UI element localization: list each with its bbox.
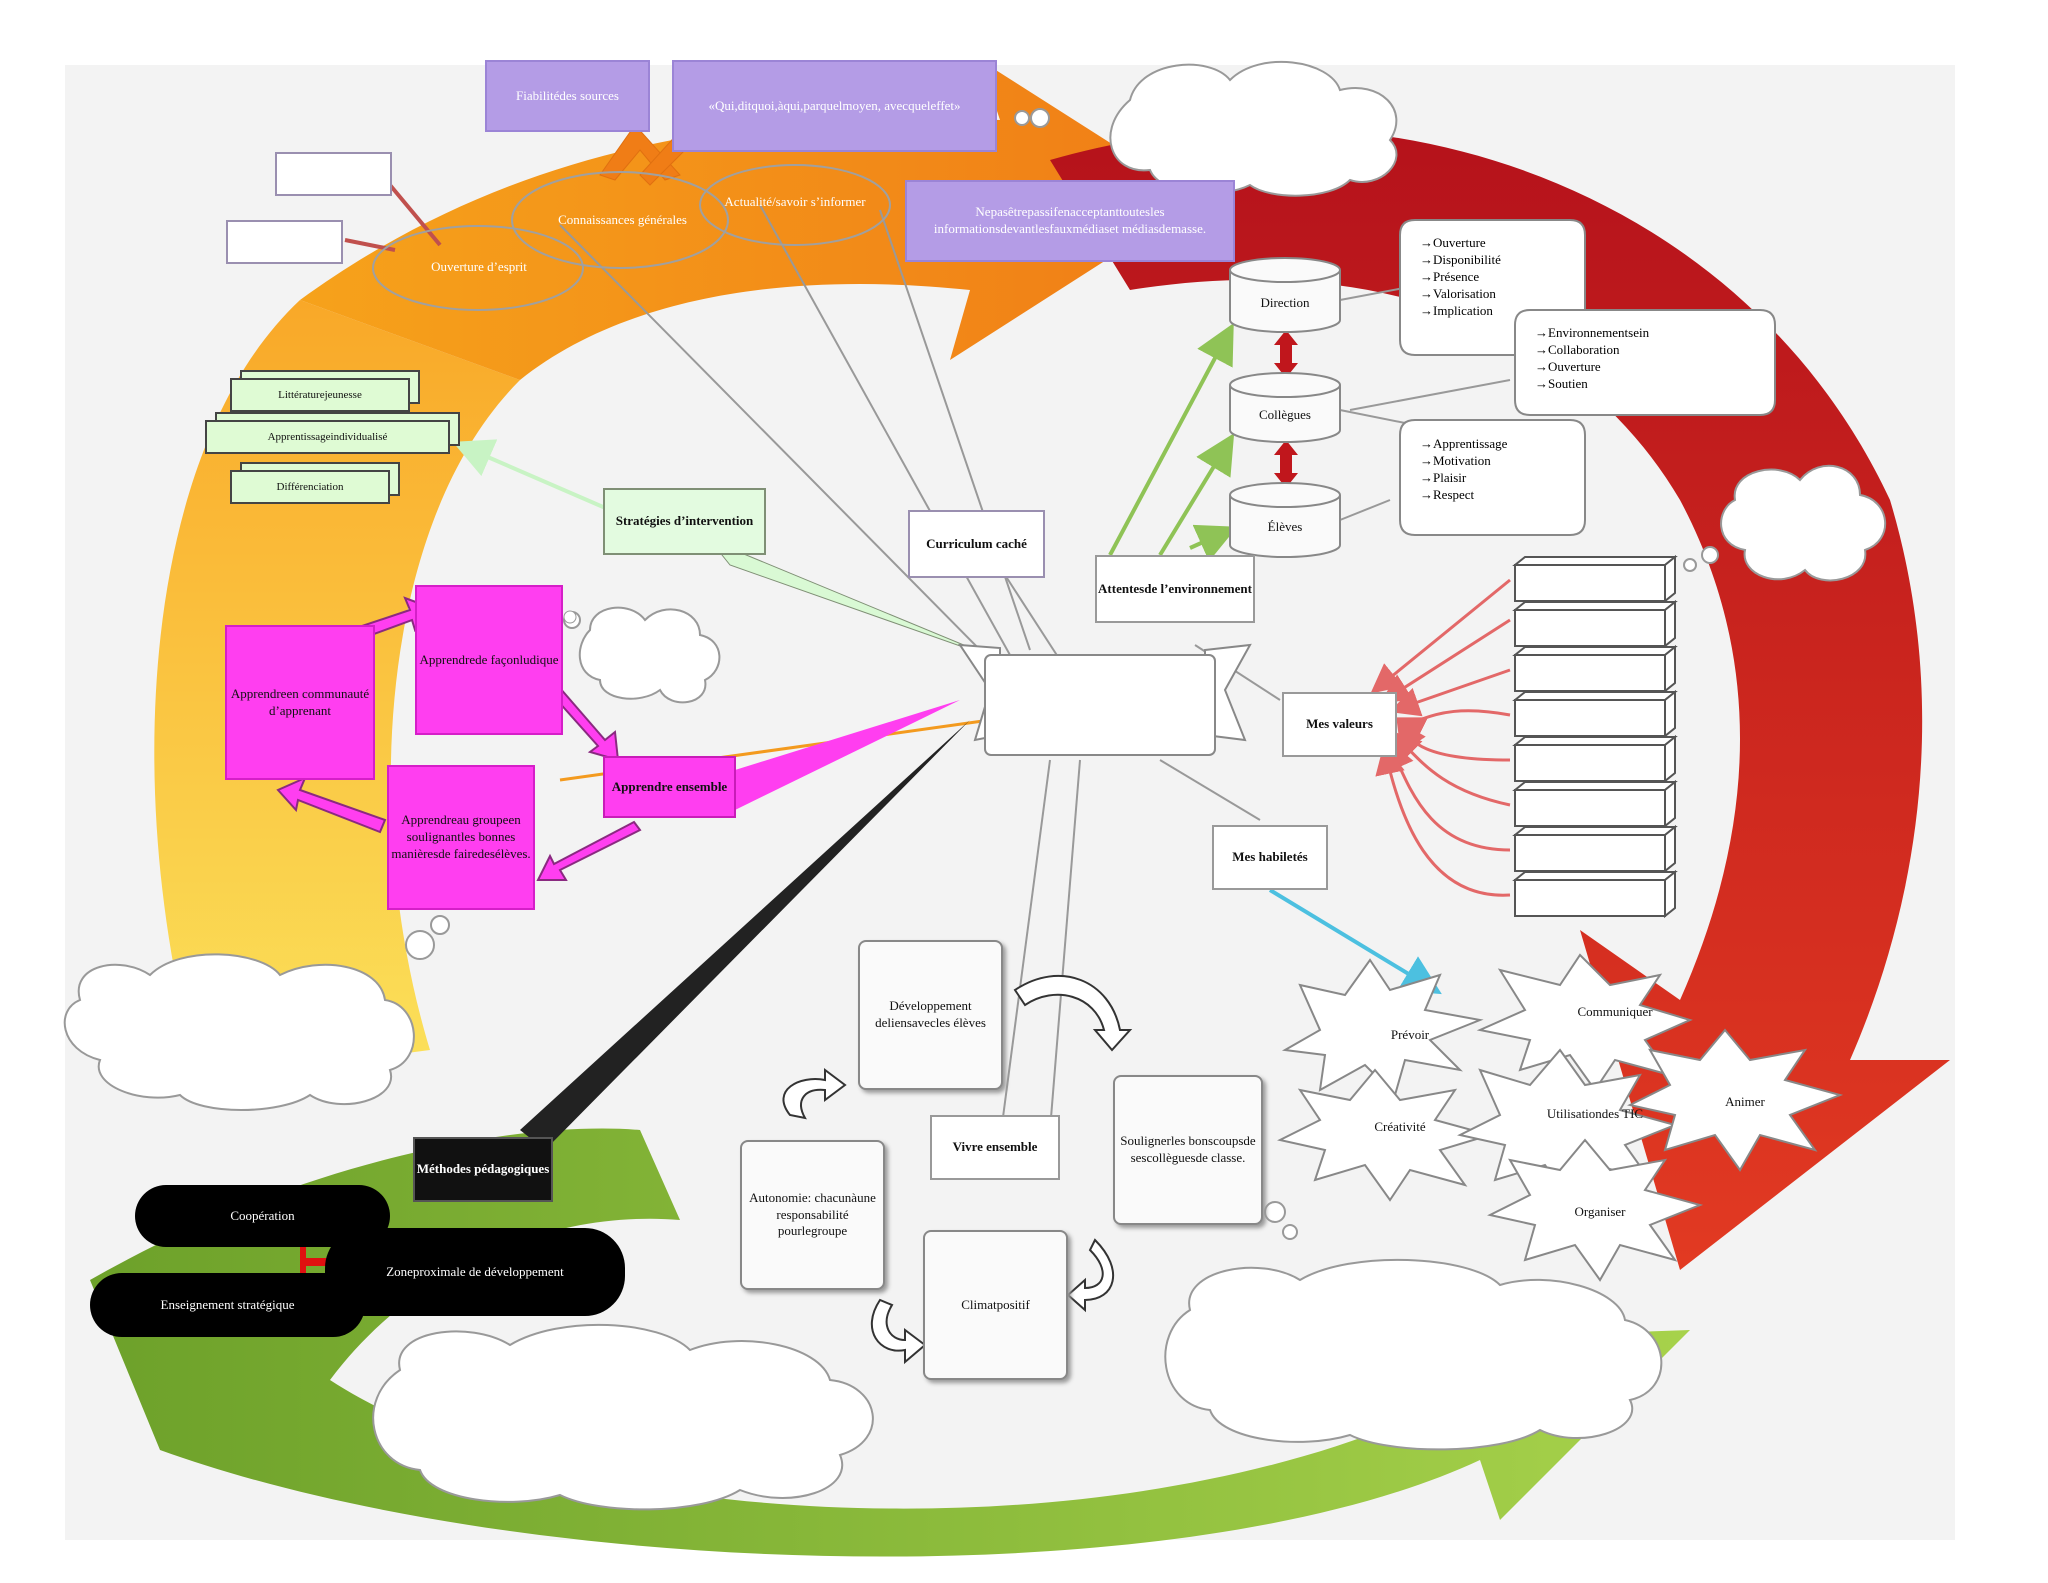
connaissances-label: Connaissances générales [555,198,690,242]
method-enseignement: Enseignement stratégique [90,1273,365,1337]
skill-organiser: Organiser [1545,1197,1655,1227]
list-entry: →Collaboration [1535,341,1765,358]
methods-box: Méthodes pédagogiques [413,1137,553,1202]
media-critique-box: Nepasêtrepassifenacceptanttoutesl… [905,180,1235,262]
fiabilite-box: Fiabilitédes sources [485,60,650,132]
value-label: Honnêteté [1515,700,1665,736]
live-liens-scroll: Développement deliensavecles élèves… [858,940,1003,1090]
learn-communaute-scroll: Apprendreen communauté d’apprenant [225,625,375,780]
culture-box: Culture [275,152,392,196]
small-cloud-text: Guy Brulin [600,630,690,674]
value-label: Respect [1515,565,1665,601]
list-entry: →Apprentissage [1420,435,1580,452]
learn-ludique-scroll: Apprendrede façonludique [415,585,563,735]
method-zone-proximale: Zoneproximale de développement [325,1228,625,1316]
live-autonomie-scroll: Autonomie: chacunàune responsabilit… [740,1140,885,1290]
quote-boekaerts: « Les croyances motivationnelles se cons… [1230,1315,1585,1416]
value-label: Ouverture [1515,745,1665,781]
live-climat-scroll: Climatpositif [923,1230,1068,1380]
eleves-label: Élèves [1232,512,1338,542]
value-label: Justice [1515,790,1665,826]
learn-together-box: Apprendre ensemble [603,756,736,818]
cloud-bubble [564,611,576,623]
live-souligner-scroll: Soulignerles bonscoupsde sescollèg… [1113,1075,1263,1225]
skill-prevoir: Prévoir [1360,1020,1460,1050]
skill-creativite: Créativité [1345,1112,1455,1142]
curriculum-box: Curriculum caché [908,510,1045,578]
list-entry: →Soutien [1535,375,1765,392]
stray-glyph:  [205,227,229,251]
strategy-item: Différenciation [230,470,390,504]
collegues-label: Collègues [1232,400,1338,430]
eleves-list: →Apprentissage→Motivation→Plaisir→… [1420,435,1580,503]
actualite-label: Actualité/savoir s’informer [720,180,870,224]
piaget-label: Piaget [1760,505,1850,535]
value-label: Empathie [1515,835,1665,871]
lasswell-quote-box: «Qui,ditquoi,àqui,parquelmoyen,… [672,60,997,152]
skill-communiquer: Communiquer [1555,997,1675,1027]
list-entry: →Ouverture [1535,358,1765,375]
list-entry: →Environnementsein [1535,324,1765,341]
strategy-item: Apprentissageindividualisé [205,420,450,454]
humour-box: Humour [226,220,343,264]
direction-label: Direction [1232,288,1338,318]
collegues-list: →Environnementsein→Collaboration→O… [1535,324,1765,392]
strategy-item: Littératurejeunesse [230,378,410,412]
list-entry: →Respect [1420,486,1580,503]
learn-groupe-scroll: Apprendreau groupeen soulignantles… [387,765,535,910]
skill-animer: Animer [1695,1087,1795,1117]
value-label: Égalité [1515,610,1665,646]
value-label: Solidarité [1515,880,1665,916]
skills-box: Mes habiletés [1212,825,1328,890]
list-entry: →Implication [1420,302,1580,319]
strategies-box: Stratégies d’intervention [603,488,766,555]
skill-tic: Utilisationdes TIC [1530,1092,1660,1136]
list-entry: →Valorisation [1420,285,1580,302]
quote-motivation: « La motivation est grandement influencé… [95,980,375,1061]
list-entry: →Présence [1420,268,1580,285]
center-title: Maxime Mandeville-Gauthier [1000,675,1200,735]
approche-cloud-text: Approchefonctionnellede lacommunicat… [1140,95,1350,165]
values-box: Mes valeurs [1282,692,1397,757]
direction-list: →Ouverture→Disponibilité→Présence→… [1420,234,1580,319]
list-entry: →Plaisir [1420,469,1580,486]
list-entry: →Disponibilité [1420,251,1580,268]
list-entry: →Ouverture [1420,234,1580,251]
attentes-box: Attentesde l’environnement [1095,555,1255,623]
quote-vygotsky: La distance entre le niveau de développe… [405,1362,810,1484]
value-label: Responsabilité [1515,655,1665,691]
ouverture-label: Ouverture d’esprit [420,245,538,289]
live-together-box: Vivre ensemble [930,1115,1060,1180]
list-entry: →Motivation [1420,452,1580,469]
